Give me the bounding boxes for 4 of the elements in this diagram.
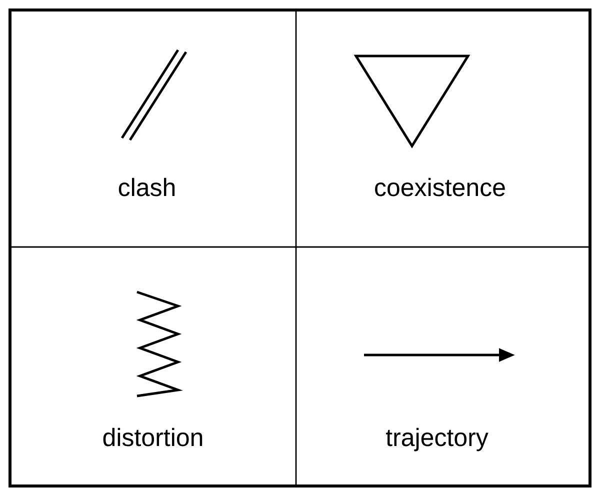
grid-cell: trajectory bbox=[295, 246, 591, 487]
grid-cell: coexistence bbox=[295, 9, 591, 248]
node-label: clash bbox=[118, 178, 175, 196]
grid-cell: distortion bbox=[9, 246, 297, 487]
